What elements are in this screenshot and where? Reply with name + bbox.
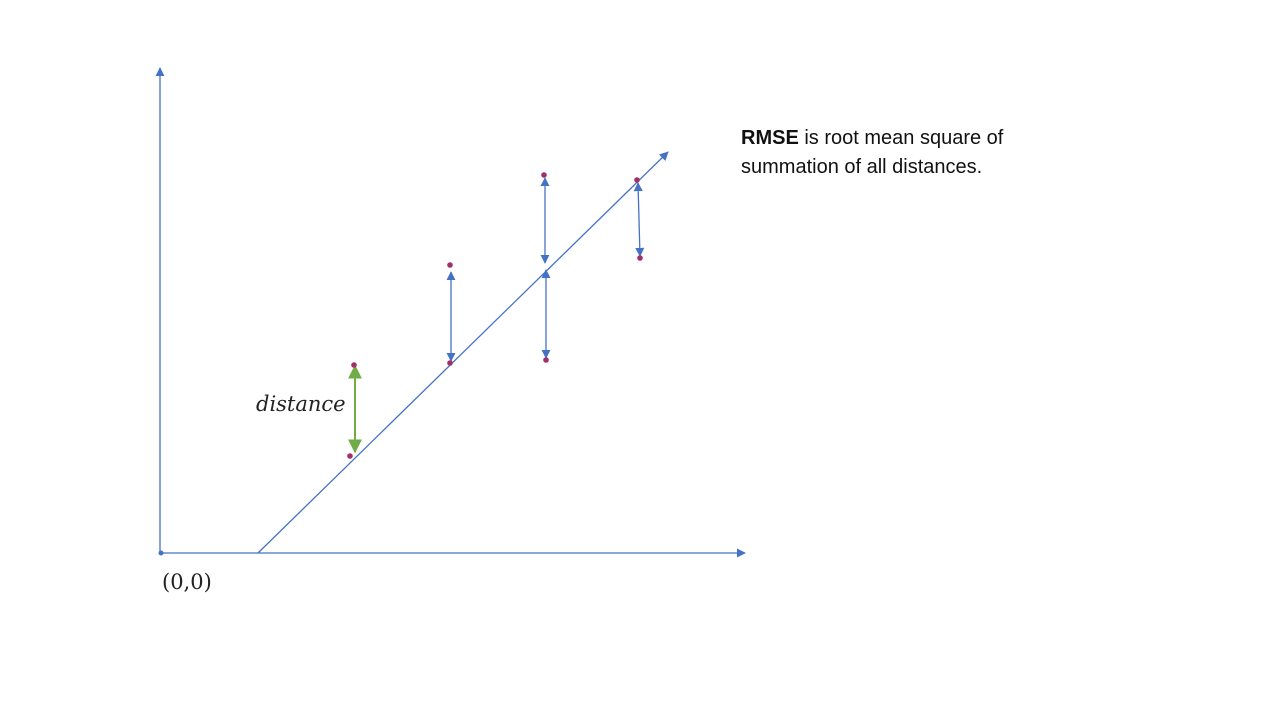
data-point: [541, 172, 547, 178]
residual-arrow: [633, 182, 645, 257]
data-point: [637, 255, 643, 261]
origin-label: (0,0): [162, 570, 212, 594]
data-point: [447, 360, 453, 366]
distance-label: distance: [256, 392, 346, 416]
rmse-note: RMSE is root mean square of summation of…: [741, 124, 1031, 182]
data-point: [351, 362, 357, 368]
origin-dot: [158, 550, 164, 556]
rmse-description: is root mean square of summation of all …: [741, 127, 1004, 178]
data-point: [447, 262, 453, 268]
data-point: [543, 357, 549, 363]
rmse-term: RMSE: [741, 127, 799, 149]
data-point: [634, 177, 640, 183]
data-point: [347, 453, 353, 459]
regression-line: [257, 151, 669, 554]
